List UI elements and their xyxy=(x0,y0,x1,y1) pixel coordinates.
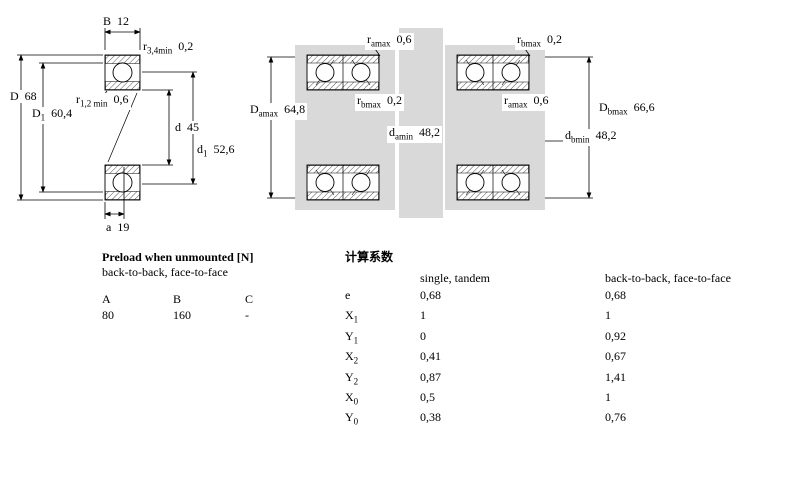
factor-row-y1: Y1 0 0,92 xyxy=(345,328,800,348)
factor-single-value: 0,38 xyxy=(420,410,441,425)
arrangement-1-section xyxy=(306,54,380,201)
factor-paired-value: 0,76 xyxy=(605,410,626,425)
factor-single-value: 1 xyxy=(420,308,426,323)
factor-row-e: e 0,68 0,68 xyxy=(345,287,800,307)
factor-row-x2: X2 0,41 0,67 xyxy=(345,348,800,368)
factor-single-value: 0,5 xyxy=(420,389,435,404)
factors-header-row: single, tandem back-to-back, face-to-fac… xyxy=(345,270,800,286)
factor-row-y2: Y2 0,87 1,41 xyxy=(345,369,800,389)
factor-single-value: 0,41 xyxy=(420,349,441,364)
factor-symbol: X1 xyxy=(345,308,359,325)
factor-symbol: e xyxy=(345,288,351,302)
factors-title: 计算系数 xyxy=(345,250,394,264)
factors-header-single-tandem: single, tandem xyxy=(420,271,490,285)
preload-header-b: B xyxy=(173,292,182,306)
preload-header-row: A B C xyxy=(102,291,285,307)
factor-paired-value: 0,92 xyxy=(605,328,626,343)
bearing-drawings xyxy=(17,28,593,219)
factor-row-x0: X0 0,5 1 xyxy=(345,389,800,409)
single-bearing-section xyxy=(104,54,141,201)
preload-value-a: 80 xyxy=(102,308,114,322)
factor-single-value: 0 xyxy=(420,328,426,343)
factor-symbol: X0 xyxy=(345,389,359,407)
preload-title: Preload when unmounted [N] xyxy=(102,250,254,264)
factor-single-value: 0,87 xyxy=(420,369,441,384)
factor-row-y0: Y0 0,38 0,76 xyxy=(345,409,800,429)
preload-value-c: - xyxy=(245,308,249,322)
preload-header-a: A xyxy=(102,292,111,306)
factor-paired-value: 1 xyxy=(605,389,611,404)
factor-symbol: Y1 xyxy=(345,328,359,346)
factor-symbol: Y2 xyxy=(345,369,359,386)
factor-paired-value: 1 xyxy=(605,308,611,323)
factor-symbol: X2 xyxy=(345,349,359,366)
factor-paired-value: 0,67 xyxy=(605,349,626,364)
factor-paired-value: 0,68 xyxy=(605,288,626,302)
factors-header-empty xyxy=(345,270,420,286)
factor-paired-value: 1,41 xyxy=(605,369,626,384)
arrangement-2-section xyxy=(456,54,530,201)
factors-header-back-to-back: back-to-back, face-to-face xyxy=(605,271,731,285)
preload-value-b: 160 xyxy=(173,308,191,322)
factor-row-x1: X1 1 1 xyxy=(345,307,800,327)
preload-value-row: 80 160 - xyxy=(102,307,285,323)
preload-subtitle: back-to-back, face-to-face xyxy=(102,265,228,279)
preload-table: Preload when unmounted [N] back-to-back,… xyxy=(102,250,285,323)
factor-symbol: Y0 xyxy=(345,410,359,427)
factor-single-value: 0,68 xyxy=(420,288,441,302)
dimension-lines xyxy=(17,28,593,219)
preload-header-c: C xyxy=(245,292,254,306)
calculation-factors-table: 计算系数 single, tandem back-to-back, face-t… xyxy=(345,250,800,430)
